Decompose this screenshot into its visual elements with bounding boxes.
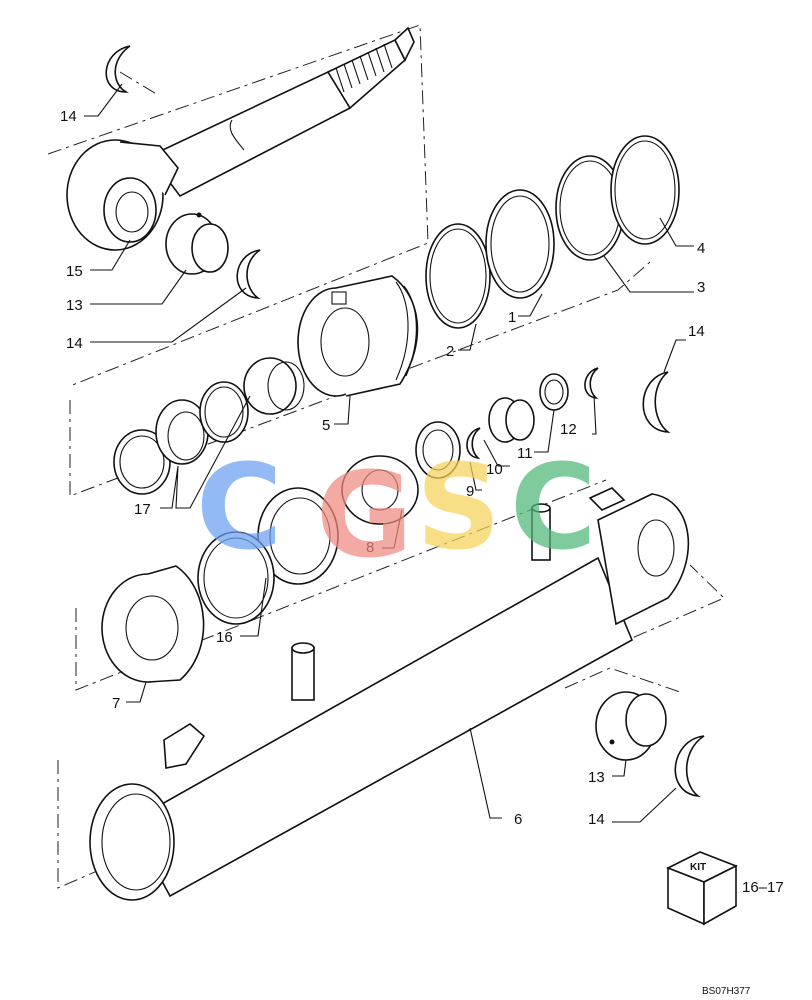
callout-9: 9 [466, 483, 474, 500]
cylinder-head [297, 275, 419, 397]
kit-label: KIT [690, 862, 706, 873]
watermark-letter-2: G [316, 446, 413, 584]
callout-labels: 14 15 13 14 4 3 1 2 5 14 17 12 11 10 9 8… [60, 108, 705, 828]
kit-icon: KIT [666, 851, 738, 926]
kit-ref: 16–17 [742, 879, 784, 896]
watermark-letter-4: C [510, 438, 597, 576]
callout-5: 5 [322, 417, 330, 434]
callout-6: 6 [514, 811, 522, 828]
snap-rings [105, 45, 705, 798]
rod-end-bushing-top [165, 212, 229, 275]
seal-rings [425, 135, 680, 329]
watermark-letter-3: S [416, 438, 501, 576]
callout-13b: 13 [588, 769, 605, 786]
callout-2: 2 [446, 343, 454, 360]
watermark-logo: C G S C [196, 438, 597, 584]
callout-14c: 14 [688, 323, 705, 340]
leader-lines [84, 83, 694, 823]
callout-3: 3 [697, 279, 705, 296]
callout-7: 7 [112, 695, 120, 712]
piston-small-parts [341, 373, 569, 525]
callout-13a: 13 [66, 297, 83, 314]
piston [101, 487, 339, 683]
callout-15: 15 [66, 263, 83, 280]
callout-16: 16 [216, 629, 233, 646]
cylinder-barrel [89, 487, 690, 901]
callout-12: 12 [560, 421, 577, 438]
watermark-letter-1: C [196, 438, 283, 576]
callout-4: 4 [697, 240, 705, 257]
callout-17: 17 [134, 501, 151, 518]
callout-10: 10 [486, 461, 503, 478]
rod-seal-stack [113, 357, 305, 495]
callout-14b: 14 [66, 335, 83, 352]
callout-14a: 14 [60, 108, 77, 125]
piston-rod [66, 26, 415, 251]
callout-1: 1 [508, 309, 516, 326]
callout-11: 11 [517, 445, 533, 462]
drawing-code: BS07H377 [702, 986, 751, 997]
callout-14d: 14 [588, 811, 605, 828]
rod-end-bushing-bottom [595, 691, 667, 761]
callout-8: 8 [366, 539, 374, 556]
